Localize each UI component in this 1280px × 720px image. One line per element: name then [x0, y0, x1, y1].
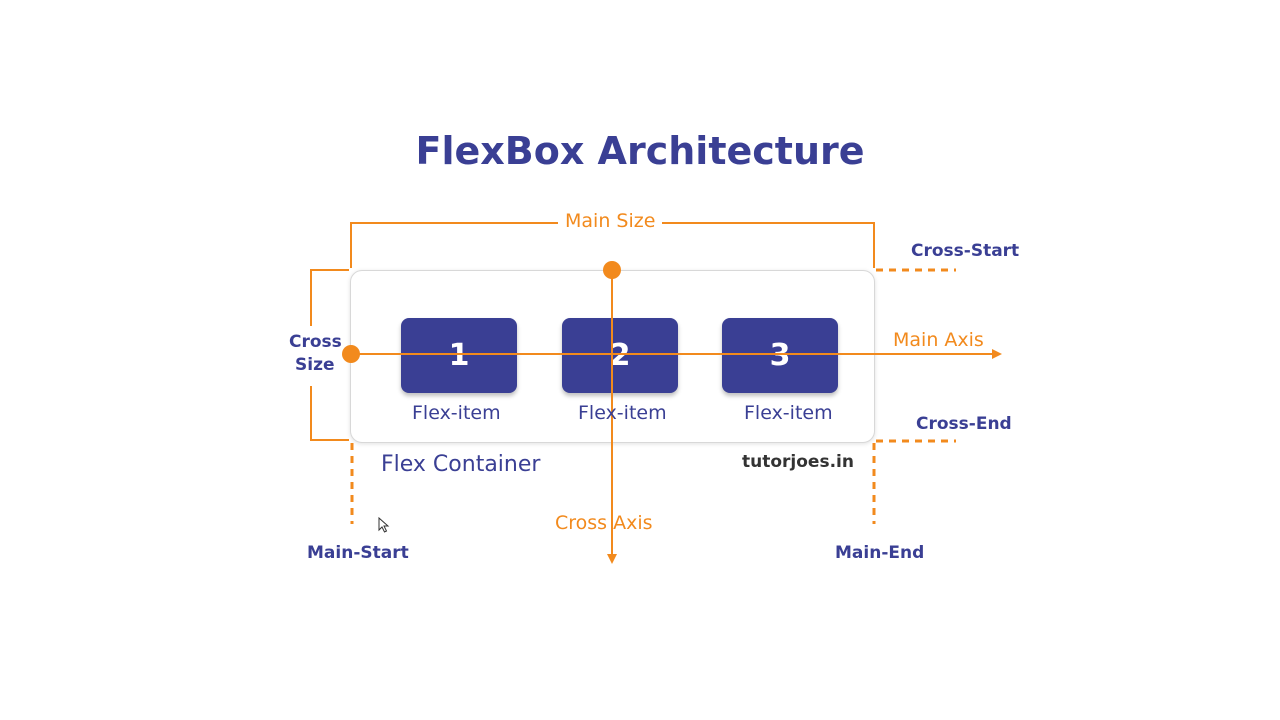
flex-item-3-box: 3 — [722, 318, 838, 393]
cross-size-label-line2: Size — [295, 355, 335, 375]
cross-axis-arrowhead — [607, 554, 617, 564]
cross-size-bracket-top — [310, 269, 349, 326]
flex-item-1-box: 1 — [401, 318, 517, 393]
flex-item-2-caption: Flex-item — [578, 402, 667, 424]
main-size-bracket-right — [662, 222, 875, 268]
main-start-label: Main-Start — [307, 543, 409, 563]
cross-axis-origin-dot — [603, 261, 621, 279]
diagram-title: FlexBox Architecture — [415, 129, 865, 173]
flex-container-label: Flex Container — [381, 452, 541, 477]
main-axis-origin-dot — [342, 345, 360, 363]
main-axis-arrowhead — [992, 349, 1002, 359]
main-size-label: Main Size — [565, 210, 656, 232]
flex-item-3-caption: Flex-item — [744, 402, 833, 424]
flex-item-1-number: 1 — [448, 338, 470, 373]
flex-item-2-box: 2 — [562, 318, 678, 393]
flex-item-3-number: 3 — [769, 338, 791, 373]
cross-size-label-line1: Cross — [289, 332, 342, 352]
flex-item-2-number: 2 — [609, 338, 631, 373]
cross-size-bracket-bottom — [310, 386, 349, 441]
brand-label: tutorjoes.in — [742, 452, 854, 472]
main-axis-label: Main Axis — [893, 329, 984, 351]
cursor-arrow-icon — [378, 517, 390, 533]
main-end-label: Main-End — [835, 543, 925, 563]
flex-item-1-caption: Flex-item — [412, 402, 501, 424]
cross-axis-label: Cross Axis — [555, 512, 653, 534]
cross-end-label: Cross-End — [916, 414, 1012, 434]
cross-start-label: Cross-Start — [911, 241, 1020, 261]
main-size-bracket-left — [350, 222, 558, 268]
